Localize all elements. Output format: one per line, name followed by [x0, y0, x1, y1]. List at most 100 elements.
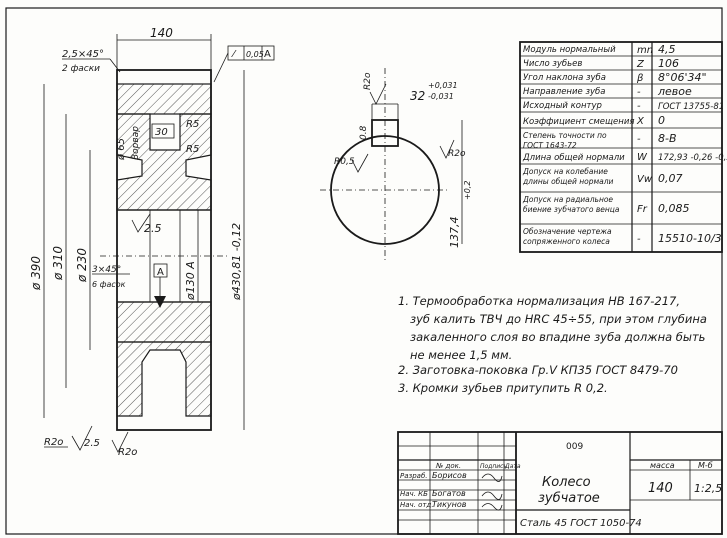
tolerance-value: 0,05: [246, 50, 264, 59]
tb-head-date: Дата: [504, 463, 521, 470]
note-line-2: зуб калить ТВЧ до HRC 45÷55, при этом гл…: [410, 312, 707, 326]
param-symbol: Vw: [637, 174, 653, 185]
dia-390-label: ø 390: [29, 256, 43, 291]
r20-bottom-left: R2o: [44, 437, 63, 448]
r20-bottom-right: R2o: [118, 447, 137, 458]
note-line-6: 3. Кромки зубьев притупить R 0,2.: [398, 381, 608, 395]
tb-number: 009: [566, 442, 583, 452]
param-value: 15510-10/3: [658, 232, 722, 245]
roughness-key: 0.8: [359, 125, 369, 140]
gear-section-view: 140 2,5×45° 2 фаски ⁄ 0,05 A ø 390 ø 310…: [29, 26, 275, 458]
chamfer-bot-note: 6 фасок: [92, 280, 126, 289]
key-tol-top: +0,031: [428, 81, 458, 90]
note-line-3: закаленного слоя во впадине зуба должна …: [410, 330, 705, 344]
rim-hatch-top: [116, 83, 212, 115]
param-label: биение зубчатого венца: [523, 205, 620, 214]
r5-label-b: R5: [186, 144, 199, 155]
note-line-4: не менее 1,5 мм.: [410, 348, 512, 362]
depth-dim: 137,4: [448, 217, 461, 249]
datum-bot-label: A: [157, 267, 164, 278]
tb-scale-value: 1:2,5: [694, 482, 722, 495]
tb-name-1: Колесо: [542, 475, 591, 490]
rim-outline: [116, 69, 212, 431]
bore-r20-right: R2o: [448, 149, 466, 159]
tolerance-symbol: ⁄: [231, 49, 237, 60]
param-label: Допуск на колебание: [522, 167, 608, 176]
param-value: 8°06'34": [658, 71, 707, 84]
param-value: 0: [658, 114, 665, 127]
param-label: Число зубьев: [523, 59, 582, 69]
param-symbol: mn: [637, 45, 653, 56]
dia-230-label: ø 230: [75, 248, 89, 283]
hub-30-label: 30: [155, 127, 168, 138]
param-value: 4,5: [658, 43, 676, 56]
param-symbol: β: [636, 73, 644, 84]
tb-mass-value: 140: [648, 481, 673, 496]
param-symbol: Fr: [637, 204, 648, 215]
param-label: Допуск на радиальное: [522, 195, 613, 204]
datum-bot-frame: [153, 263, 168, 278]
tb-mass-label: масса: [650, 461, 675, 470]
param-symbol: X: [636, 116, 645, 127]
dim-140-label: 140: [150, 26, 173, 40]
param-label: длины общей нормали: [522, 177, 614, 186]
param-value: 8-В: [658, 132, 677, 145]
tb-scale-label: М-б: [698, 461, 713, 470]
depth-tol: +0,2: [463, 181, 472, 200]
tb-head-sign: Подпись: [480, 463, 507, 470]
dia-outer-label: ø430,81 -0,12: [230, 223, 243, 301]
chamfer-bot-label: 3×45°: [92, 265, 121, 275]
tb-material: Сталь 45 ГОСТ 1050-74: [520, 518, 642, 529]
tb-row2-name: Богатов: [432, 489, 466, 498]
param-symbol: W: [637, 152, 648, 163]
roughness-web-label: 2.5: [144, 222, 162, 235]
tb-row3-name: Тикунов: [432, 500, 467, 509]
datum-top-label: A: [264, 49, 271, 60]
param-label: Степень точности по: [523, 131, 607, 140]
param-value: 106: [658, 57, 679, 70]
param-label: Длина общей нормали: [522, 153, 625, 163]
param-label: сопряженного колеса: [523, 237, 610, 246]
tb-name-2: зубчатое: [538, 491, 600, 506]
tb-row1-name: Борисов: [432, 471, 467, 480]
tb-row2-role: Нач. КБ: [400, 490, 428, 498]
boring-label: Ворвар: [131, 126, 141, 160]
param-value: 172,93 -0,26 -0,38: [658, 153, 727, 163]
param-label: Угол наклона зуба: [523, 73, 606, 83]
sheet-frame: [5, 7, 723, 535]
tb-row3-role: Нач. отд.: [400, 501, 434, 509]
key-dim-label: 32: [410, 89, 425, 103]
tb-row1-role: Разраб.: [400, 472, 428, 480]
bore-r05: R0,5: [334, 157, 355, 167]
chamfer-top-note: 2 фаски: [62, 64, 100, 74]
param-symbol: -: [637, 101, 641, 112]
param-label: Направление зуба: [523, 87, 605, 97]
key-tol-bot: -0,031: [428, 92, 454, 101]
param-symbol: -: [637, 234, 641, 245]
tb-head-doc: № док.: [435, 462, 461, 470]
bore-view: R2o 32 +0,031 -0,031 0.8 R0,5 R2o 137,4 …: [320, 68, 472, 260]
note-line-1: 1. Термообработка нормализация НВ 167-21…: [398, 294, 680, 308]
param-symbol: -: [637, 134, 641, 145]
title-block: 009 Колесо зубчатое Сталь 45 ГОСТ 1050-7…: [397, 431, 723, 535]
param-value: 0,085: [658, 202, 690, 215]
param-value: ГОСТ 13755-81: [658, 102, 724, 112]
web-hatch-top: [116, 113, 212, 211]
technical-notes: 1. Термообработка нормализация НВ 167-21…: [398, 294, 707, 395]
param-label: Обозначение чертежа: [523, 227, 612, 236]
r5-label-a: R5: [186, 119, 199, 130]
dia-65-label: ø 65: [116, 138, 127, 161]
ra25-bottom: 2.5: [84, 438, 100, 449]
dia-130-label: ø130 А: [184, 261, 197, 301]
param-symbol: Z: [636, 59, 645, 70]
note-line-5: 2. Заготовка-поковка Гр.V КП35 ГОСТ 8479…: [398, 363, 678, 377]
web-hatch-bottom: [116, 301, 212, 343]
param-value: 0,07: [658, 172, 683, 185]
rim-hatch-bottom: [116, 341, 212, 417]
bore-r20-top: R2o: [363, 72, 373, 90]
param-label: Модуль нормальный: [523, 45, 616, 55]
param-label: ГОСТ 1643-72: [523, 141, 577, 150]
param-symbol: -: [637, 87, 641, 98]
